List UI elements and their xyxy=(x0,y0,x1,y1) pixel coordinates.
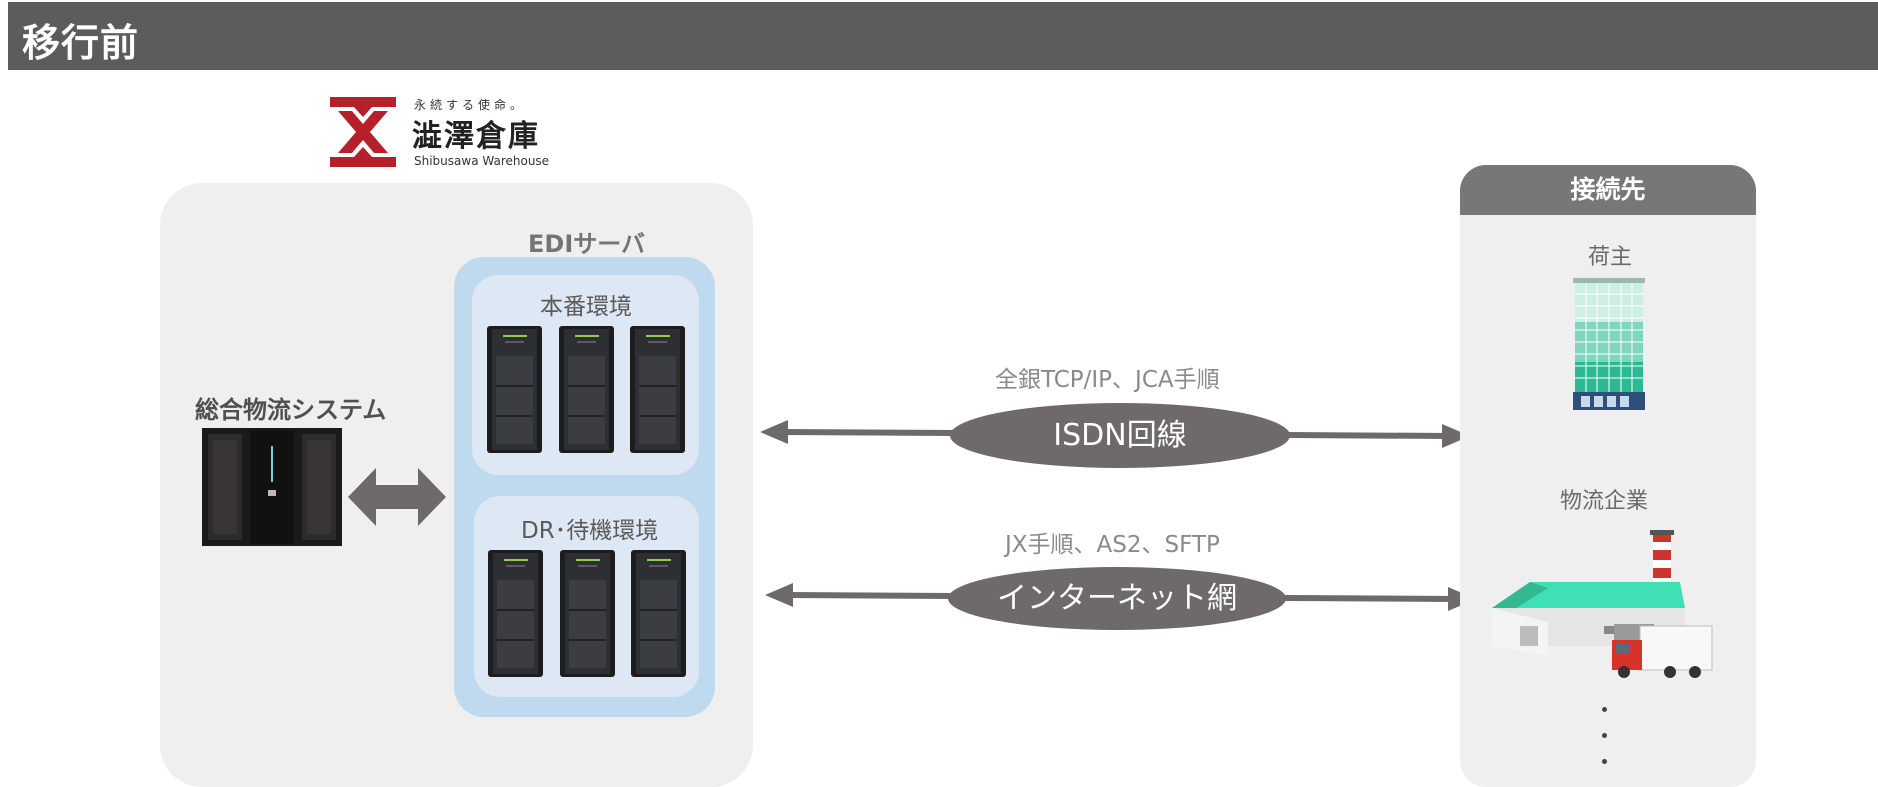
mainframe-icon xyxy=(202,428,342,546)
company-logo-mark xyxy=(330,97,396,167)
destinations-panel: 接続先 xyxy=(1460,165,1756,787)
dr-environment-label: DR･待機環境 xyxy=(521,518,659,544)
more-destinations-dot xyxy=(1602,733,1607,738)
destinations-title: 接続先 xyxy=(1460,165,1756,215)
logistics-system-label: 総合物流システム xyxy=(195,396,387,424)
logo-name-en: Shibusawa Warehouse xyxy=(414,154,550,168)
bidirectional-arrow-icon xyxy=(348,468,446,526)
header-bar xyxy=(8,2,1878,70)
isdn-protocol-label: 全銀TCP/IP、JCA手順 xyxy=(995,367,1220,393)
logo-tagline: 永続する使命。 xyxy=(414,98,527,112)
production-environment-label: 本番環境 xyxy=(540,294,632,320)
page-title: 移行前 xyxy=(22,21,140,65)
logistics-company-label: 物流企業 xyxy=(1560,489,1649,514)
production-servers-icon xyxy=(487,326,685,453)
warehouse-factory-icon xyxy=(1492,530,1713,678)
edi-server-label: EDIサーバ xyxy=(528,230,646,258)
internet-protocol-label: JX手順、AS2、SFTP xyxy=(1005,532,1220,558)
internet-network-label: インターネット網 xyxy=(948,567,1286,630)
more-destinations-dot xyxy=(1602,707,1607,712)
dr-servers-icon xyxy=(488,550,686,677)
office-building-icon xyxy=(1573,278,1645,410)
shipper-label: 荷主 xyxy=(1588,245,1633,270)
logo-name: 澁澤倉庫 xyxy=(412,119,540,154)
isdn-network-label: ISDN回線 xyxy=(950,403,1290,468)
more-destinations-dot xyxy=(1602,759,1607,764)
